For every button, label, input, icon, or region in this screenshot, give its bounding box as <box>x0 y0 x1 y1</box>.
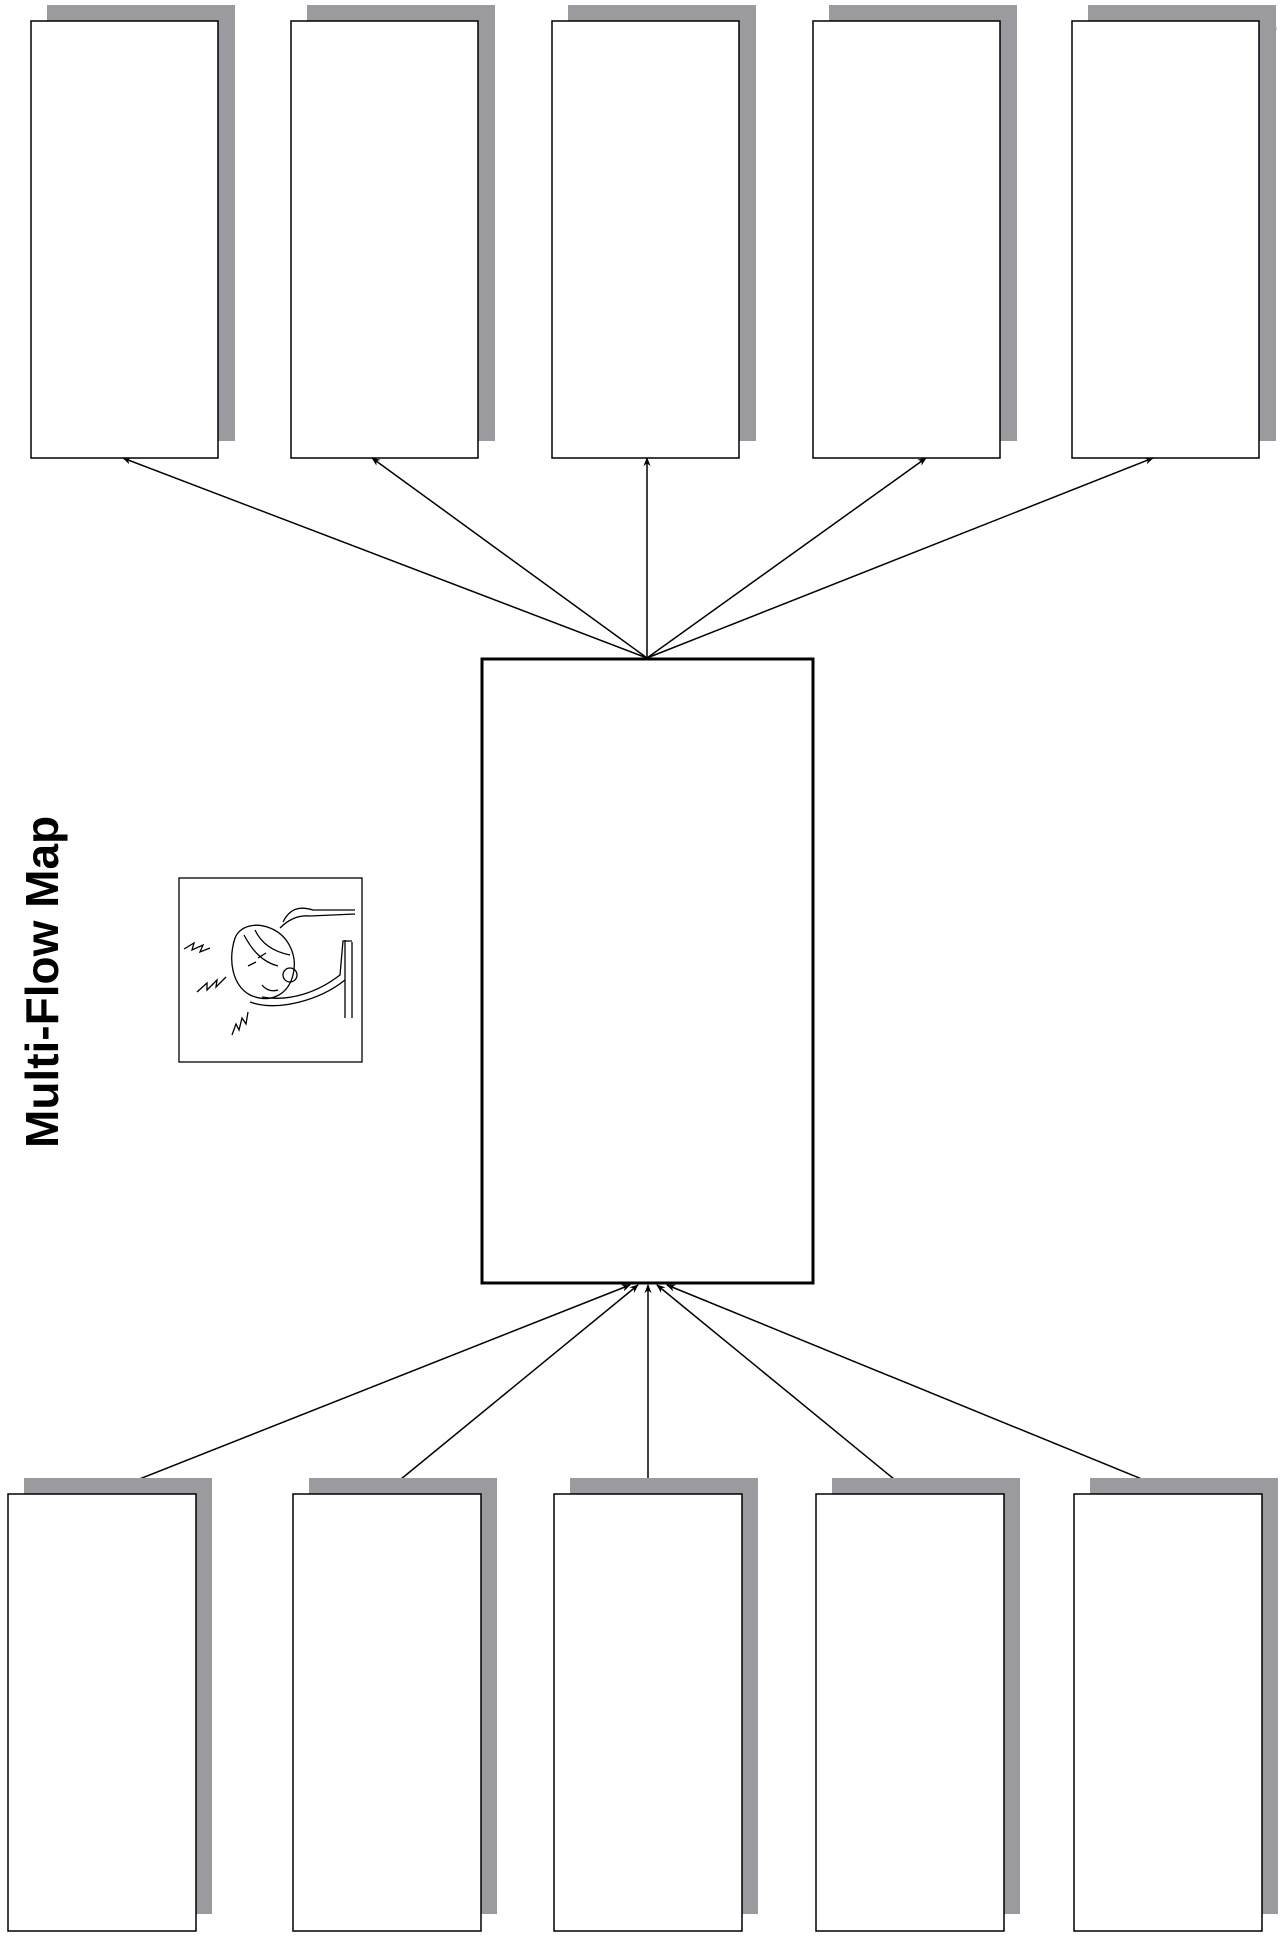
cause-box-frame <box>1074 1494 1262 1931</box>
center-event-box[interactable] <box>482 659 813 1283</box>
falling-person-icon <box>179 878 362 1062</box>
cause-box[interactable] <box>293 1478 497 1931</box>
effect-box[interactable] <box>31 5 235 458</box>
cause-box[interactable] <box>1074 1478 1278 1931</box>
effect-box[interactable] <box>552 5 756 458</box>
cause-arrow <box>657 1285 911 1493</box>
effect-box-frame <box>1072 21 1259 458</box>
cause-arrow <box>104 1285 630 1493</box>
cause-box[interactable] <box>8 1478 212 1931</box>
diagram-title: Multi-Flow Map <box>16 816 68 1148</box>
cause-box[interactable] <box>816 1478 1020 1931</box>
effect-arrow <box>647 458 926 658</box>
cause-box-frame <box>554 1494 742 1931</box>
effect-box[interactable] <box>813 5 1017 458</box>
cause-arrow <box>384 1285 638 1493</box>
cause-arrows <box>104 1285 1176 1493</box>
effect-box[interactable] <box>291 5 495 458</box>
cause-arrow <box>667 1285 1176 1493</box>
effect-arrows <box>123 458 1153 658</box>
effect-arrow <box>123 458 647 658</box>
effect-box[interactable] <box>1072 5 1276 458</box>
causes-row <box>8 1478 1278 1931</box>
effect-box-frame <box>31 21 218 458</box>
cause-box-frame <box>293 1494 481 1931</box>
effects-row <box>31 5 1276 458</box>
effect-box-frame <box>552 21 739 458</box>
effect-arrow <box>372 458 647 658</box>
cause-box-frame <box>8 1494 196 1931</box>
effect-box-frame <box>291 21 478 458</box>
cause-box-frame <box>816 1494 1004 1931</box>
effect-arrow <box>647 458 1153 658</box>
cause-box[interactable] <box>554 1478 758 1931</box>
effect-box-frame <box>813 21 1000 458</box>
